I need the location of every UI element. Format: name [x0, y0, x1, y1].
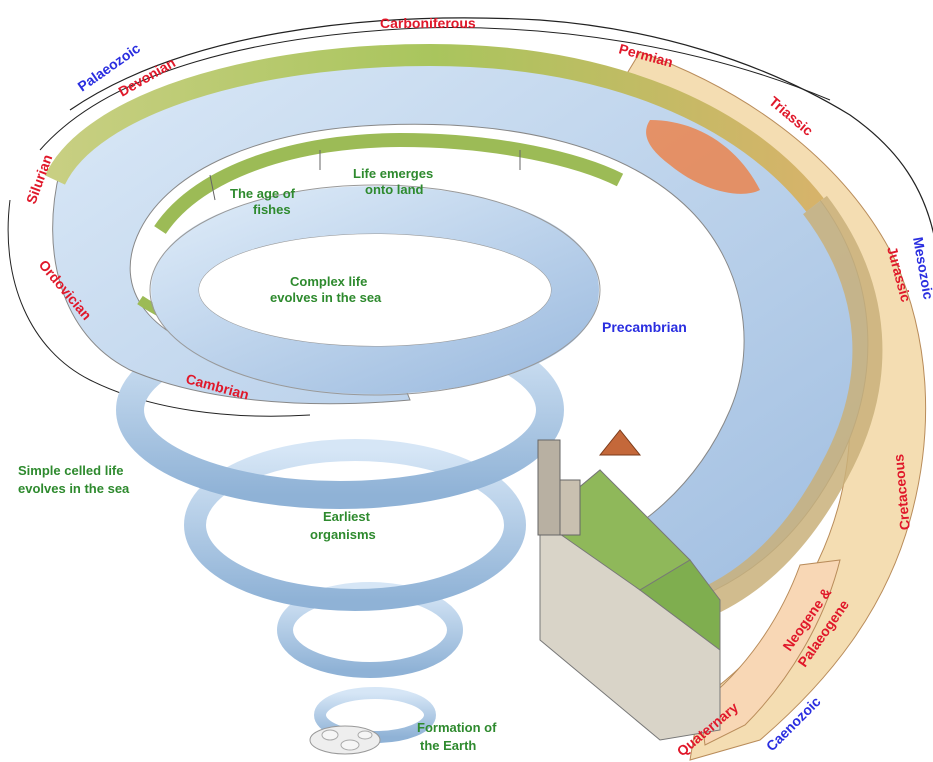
label-life-land-2: onto land [365, 182, 424, 197]
label-precambrian: Precambrian [602, 319, 687, 335]
label-earliest-2: organisms [310, 527, 376, 542]
label-age-of-fishes-1: The age of [230, 186, 296, 201]
label-life-land-1: Life emerges [353, 166, 433, 181]
label-formation-1: Formation of [417, 720, 497, 735]
label-silurian: Silurian [23, 152, 56, 206]
label-simple-life-2: evolves in the sea [18, 481, 130, 496]
label-complex-life-2: evolves in the sea [270, 290, 382, 305]
label-complex-life-1: Complex life [290, 274, 367, 289]
label-formation-2: the Earth [420, 738, 476, 753]
label-mesozoic: Mesozoic [910, 236, 933, 301]
label-earliest-1: Earliest [323, 509, 371, 524]
rubble-base [310, 726, 380, 754]
label-simple-life-1: Simple celled life [18, 463, 124, 478]
label-age-of-fishes-2: fishes [253, 202, 291, 217]
label-carboniferous: Carboniferous [380, 15, 476, 31]
